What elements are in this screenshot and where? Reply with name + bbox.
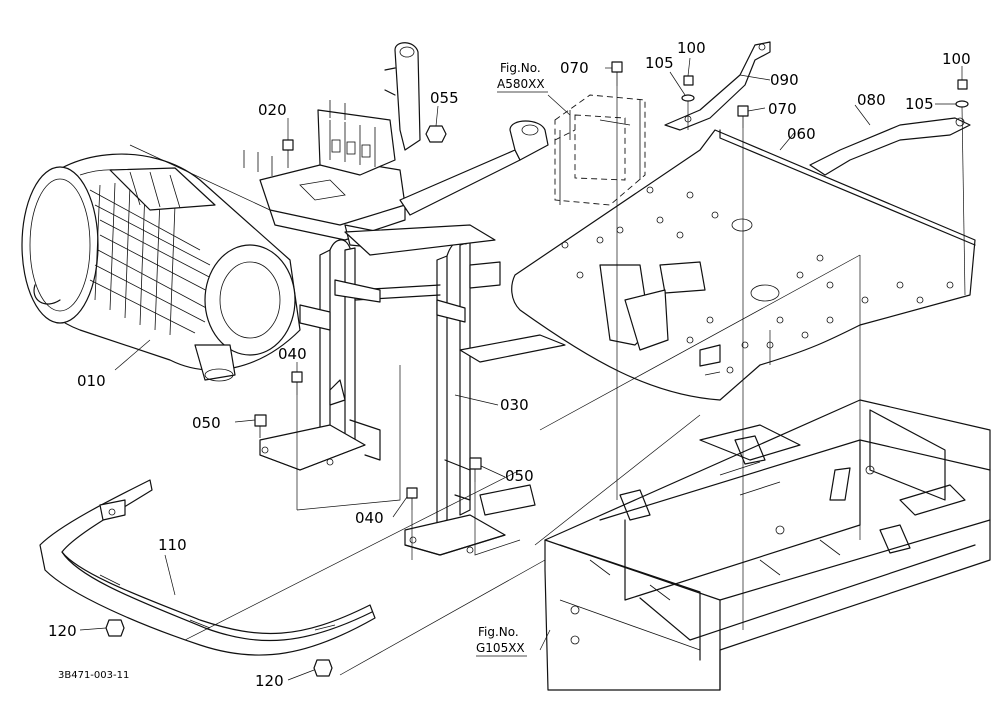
callout-050-left: 050 [192, 414, 221, 432]
fig-ref-g105-code: G105XX [476, 641, 525, 655]
callout-110: 110 [158, 536, 187, 554]
callout-100-right: 100 [942, 50, 971, 68]
figure-reference-a580: Fig.No. A580XX [497, 61, 548, 93]
nut-055 [425, 125, 447, 143]
callout-080: 080 [857, 91, 886, 109]
nut-120b [313, 659, 333, 677]
callout-040-upper: 040 [278, 345, 307, 363]
callout-105-left: 105 [645, 54, 674, 72]
callout-030: 030 [500, 396, 529, 414]
fig-ref-a580-title: Fig.No. [500, 61, 541, 75]
air-cleaner [21, 153, 301, 382]
assembly-lines [129, 86, 966, 676]
bolts [105, 61, 969, 677]
document-id: 3B471-003-11 [58, 670, 129, 681]
figure-reference-g105: Fig.No. G105XX [476, 625, 527, 657]
bolt-050b [469, 457, 482, 482]
bolt-100a [683, 75, 694, 86]
main-frame [259, 120, 566, 556]
bolt-040b [406, 487, 418, 510]
callout-010: 010 [77, 372, 106, 390]
bolt-100b [957, 79, 968, 90]
floor-plate [511, 129, 976, 401]
bolt-020 [282, 139, 294, 168]
floor-plate-holes [561, 186, 954, 374]
callout-055: 055 [430, 89, 459, 107]
callout-060: 060 [787, 125, 816, 143]
callout-070-left: 070 [560, 59, 589, 77]
washer-105b [955, 100, 969, 108]
callout-070-right: 070 [768, 100, 797, 118]
callout-040-lower: 040 [355, 509, 384, 527]
bolt-050a [254, 414, 267, 438]
chassis-frame [544, 399, 991, 691]
nut-120a [105, 619, 125, 637]
callout-100-left: 100 [677, 39, 706, 57]
washer-105a [681, 94, 695, 102]
callout-050-right: 050 [505, 467, 534, 485]
callout-labels: 010 020 030 040 040 050 050 055 060 070 … [48, 39, 971, 690]
callout-120-left: 120 [48, 622, 77, 640]
leader-lines [79, 57, 963, 681]
front-guard [39, 479, 376, 656]
air-cleaner-bracket [243, 42, 421, 251]
callout-090: 090 [770, 71, 799, 89]
reference-bracket [554, 94, 646, 206]
callout-020: 020 [258, 101, 287, 119]
bolt-070b [737, 105, 749, 128]
callout-120-right: 120 [255, 672, 284, 690]
fig-ref-a580-code: A580XX [497, 77, 545, 91]
bolt-070a [611, 61, 623, 86]
bolt-040a [291, 371, 303, 395]
callout-105-right: 105 [905, 95, 934, 113]
fig-ref-g105-title: Fig.No. [478, 625, 519, 639]
stay-080 [809, 117, 971, 176]
